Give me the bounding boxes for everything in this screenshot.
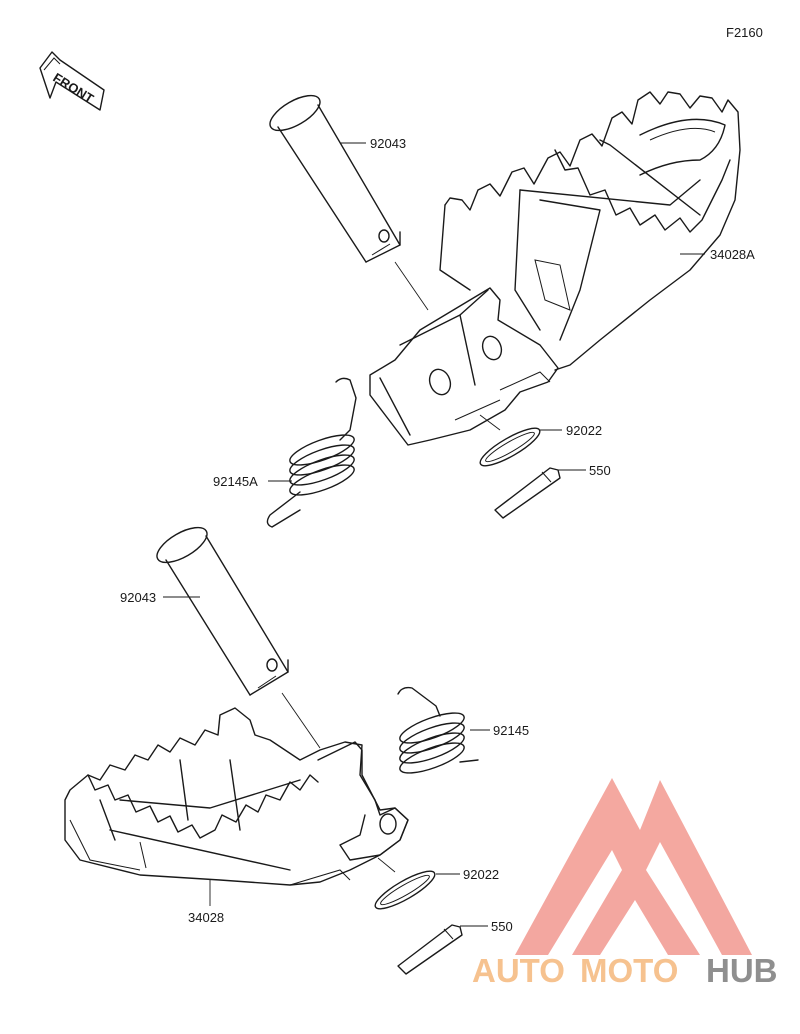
callout-92043-upper: 92043 [370,136,406,151]
callout-92043-lower: 92043 [120,590,156,605]
spring-92145A [266,377,357,528]
watermark-word-2: MOTO [580,952,678,989]
callout-34028A: 34028A [710,247,755,262]
footpeg-34028A [369,91,741,446]
figure-code: F2160 [726,25,763,40]
callout-550-lower: 550 [491,919,513,934]
automotohub-logo: AUTO MOTO HUB [472,778,778,989]
callout-550-upper: 550 [589,463,611,478]
callout-34028: 34028 [188,910,224,925]
washer-92022-upper [479,427,541,467]
front-arrow-icon: FRONT [39,51,105,111]
washer-92022-lower [374,870,436,910]
cotter-pin-550-lower [397,924,463,975]
pin-92043-upper [269,94,401,263]
spring-92145 [397,686,479,774]
footpeg-34028 [64,707,409,886]
watermark-word-3: HUB [706,952,778,989]
watermark-word-1: AUTO [472,952,565,989]
callout-92145A: 92145A [213,474,258,489]
cotter-pin-550-upper [494,467,561,519]
callout-92022-lower: 92022 [463,867,499,882]
callout-92022-upper: 92022 [566,423,602,438]
callout-92145: 92145 [493,723,529,738]
pin-92043-lower [156,526,289,696]
front-label: FRONT [50,70,96,106]
